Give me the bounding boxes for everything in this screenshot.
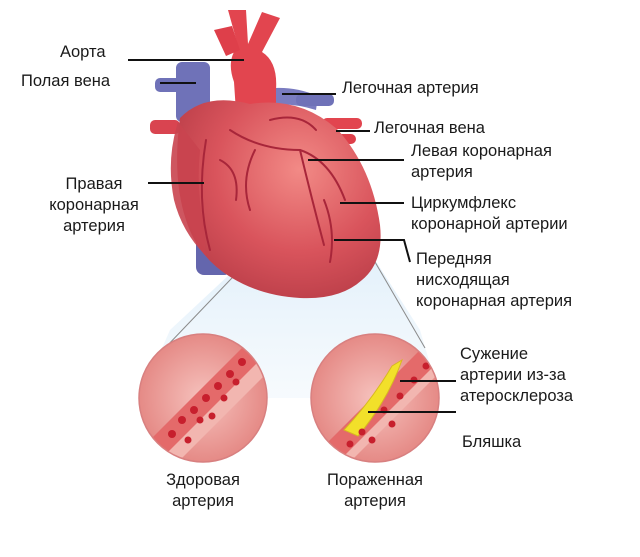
label-damaged-artery: Пораженная артерия	[327, 471, 423, 510]
damaged-artery-circle	[310, 333, 440, 463]
label-vena-cava: Полая вена	[21, 72, 111, 90]
label-aorta: Аорта	[60, 43, 106, 61]
plaque-shape	[343, 358, 403, 437]
label-healthy-artery: Здоровая артерия	[166, 471, 240, 510]
label-pulmonary-artery: Легочная артерия	[342, 79, 479, 97]
heart-shape	[177, 100, 381, 299]
label-circumflex: Циркумфлекс коронарной артерии	[411, 194, 568, 233]
label-plaque: Бляшка	[462, 433, 522, 451]
label-pulmonary-vein: Легочная вена	[374, 119, 485, 137]
label-left-coronary: Левая коронарная артерия	[411, 142, 552, 181]
aorta-shape	[214, 10, 280, 112]
label-right-coronary: Правая коронарная артерия	[49, 175, 139, 235]
label-lad: Передняя нисходящая коронарная артерия	[416, 250, 573, 310]
coronary-vessels	[200, 116, 346, 263]
label-narrowing: Сужение артерии из-за атеросклероза	[460, 345, 574, 405]
leader-lines	[128, 59, 456, 413]
